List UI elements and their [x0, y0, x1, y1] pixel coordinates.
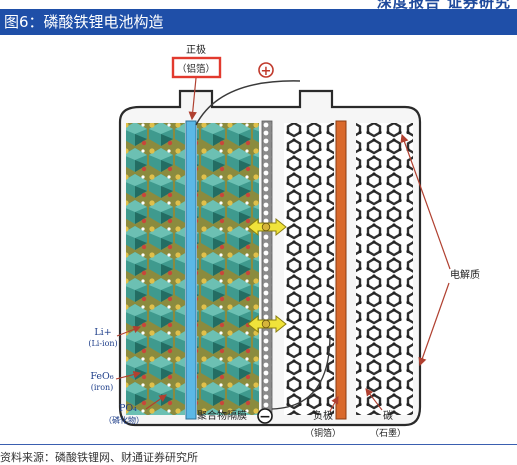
carbon-sublabel: （石墨）: [370, 428, 406, 439]
battery-diagram-svg: 正极 （铝箔） + 电解质 Li+ (Li-ion) FeO₆ (iron) P…: [88, 43, 480, 439]
minus-sign: −: [259, 409, 271, 425]
negative-label: 负极: [313, 409, 333, 422]
feo-sublabel: (iron): [91, 383, 114, 392]
cathode-crystal-right: [197, 123, 259, 415]
plus-terminal-icon: [258, 62, 274, 78]
po4-sublabel: （磷化物）: [104, 415, 144, 425]
po4-pointer: [145, 394, 167, 410]
negative-sublabel: （铜箔）: [305, 427, 341, 439]
figure-title-bar: 图6：磷酸铁锂电池构造: [0, 9, 517, 35]
positive-lead: [195, 80, 301, 126]
po4-label: PO₄: [119, 403, 137, 414]
li-ion-sublabel: (Li-ion): [88, 339, 117, 348]
feo-label: FeO₆: [90, 371, 113, 382]
report-header-text: 深度报告 证券研究: [376, 0, 511, 9]
li-ion-label: Li+: [94, 327, 111, 338]
separator-label: 聚合物隔膜: [197, 409, 247, 422]
positive-label-box: [171, 56, 222, 79]
source-divider: [0, 444, 517, 445]
carbon-label: 碳: [383, 409, 393, 422]
ion-flow-arrow-top: [247, 217, 287, 237]
battery-diagram: 正极 （铝箔） + 电解质 Li+ (Li-ion) FeO₆ (iron) P…: [0, 35, 517, 447]
plus-sign: +: [261, 64, 272, 79]
carbon-pointer: [365, 388, 383, 411]
positive-pointer: [188, 77, 197, 121]
electrolyte-pointer-1: [400, 133, 451, 270]
separator-membrane: [261, 120, 273, 420]
electrolyte-pointer-2: [418, 282, 450, 367]
negative-collector: [335, 120, 347, 420]
anode-graphite-right: [356, 123, 413, 415]
minus-terminal-icon: [257, 408, 273, 424]
cathode-crystal-left: [126, 123, 185, 415]
electrolyte-label: 电解质: [450, 268, 480, 281]
li-ion-pointer: [116, 325, 142, 337]
ion-flow-arrow-bottom: [247, 314, 287, 334]
negative-pointer: [329, 396, 339, 412]
figure-title: 图6：磷酸铁锂电池构造: [4, 13, 164, 31]
positive-label: 正极: [186, 43, 206, 56]
feo-pointer: [115, 370, 142, 380]
top-strip: 深度报告 证券研究: [0, 0, 517, 9]
anode-graphite-left: [284, 123, 334, 415]
negative-lead: [271, 334, 331, 410]
source-note: 资料来源：磷酸铁锂网、财通证券研究所: [0, 451, 198, 464]
positive-collector: [185, 120, 197, 420]
positive-sublabel: （铝箔）: [177, 63, 215, 75]
